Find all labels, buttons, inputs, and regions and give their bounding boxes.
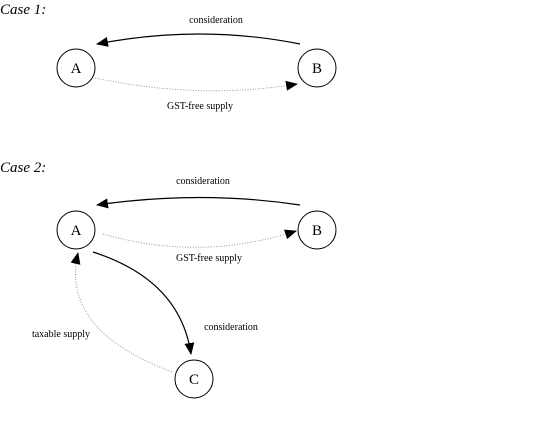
case-1-node-b-circle [297,48,337,88]
case-1-consideration-label: consideration [189,15,243,26]
case-2-node-c: C [174,359,214,399]
case-2-node-b-circle [297,210,337,250]
case-2-consideration-b-to-a-arrow [96,196,301,209]
case-1-gst-free-supply-label: GST-free supply [167,101,233,112]
case-1-node-a: A [56,48,96,88]
case-1-node-a-label: A [71,61,82,77]
case-1-node-b-label: B [312,61,322,77]
case-1-group: Case 1: consideration GST-free supply A … [0,2,337,112]
case-2-node-b-label: B [312,223,322,239]
case-2-node-a-circle [56,210,96,250]
case-2-gst-free-supply-arrow [102,229,297,248]
case-2-node-a: A [56,210,96,250]
case-2-gst-free-supply-label: GST-free supply [176,253,242,264]
case-2-taxable-supply-label: taxable supply [32,329,90,340]
case-1-gst-free-supply-arrow [94,77,298,92]
case-2-node-a-label: A [71,223,82,239]
case-1-consideration-arrow [96,33,301,47]
case-1-title: Case 1: [0,2,46,18]
case-2-taxable-supply-arrow [70,252,173,373]
case-1-node-a-circle [56,48,96,88]
case-2-title: Case 2: [0,160,46,176]
case-1-node-b: B [297,48,337,88]
case-2-consideration-b-to-a-label: consideration [176,176,230,187]
case-2-node-b: B [297,210,337,250]
case-2-consideration-a-to-c-arrow [92,251,195,355]
case-2-node-c-circle [174,359,214,399]
case-2-node-c-label: C [189,372,199,388]
case-2-group: Case 2: consideration GST-free supply co… [0,160,337,399]
case-2-consideration-a-to-c-label: consideration [204,322,258,333]
